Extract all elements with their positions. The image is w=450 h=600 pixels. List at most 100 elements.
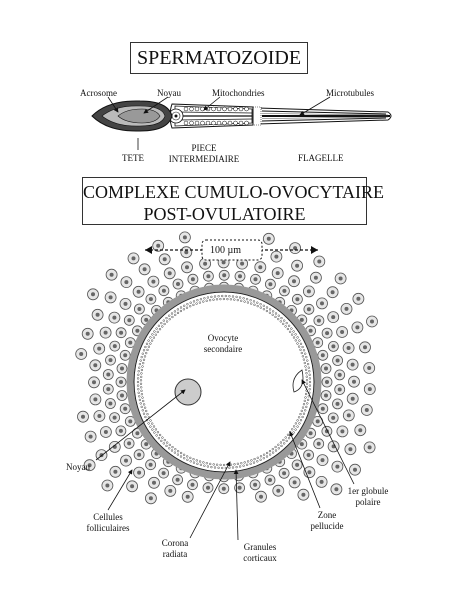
- cortical-granule: [217, 466, 220, 469]
- follicular-cell: [332, 398, 343, 410]
- follicular-cell: [342, 342, 355, 354]
- follicular-cell: [105, 268, 118, 281]
- follicular-cell: [158, 285, 170, 297]
- follicular-cell: [147, 275, 160, 288]
- cortical-granule: [236, 299, 239, 302]
- cortical-granule: [292, 330, 295, 333]
- follicular-cell: [105, 398, 116, 409]
- cortical-granule: [152, 336, 155, 339]
- cortical-granule: [262, 457, 265, 460]
- follicular-cell: [116, 390, 128, 401]
- follicular-cell: [236, 257, 249, 270]
- cortical-granule: [138, 398, 141, 401]
- cortical-granule: [274, 312, 278, 315]
- label-piece-line1: PIECE: [191, 143, 217, 153]
- cortical-granule: [215, 298, 219, 301]
- follicular-cell: [120, 454, 132, 467]
- follicular-cell: [334, 272, 347, 285]
- cortical-granule: [168, 318, 171, 321]
- mitochondrion: [244, 120, 249, 126]
- cortical-granule: [146, 413, 149, 416]
- cortical-granule: [266, 451, 269, 455]
- cortical-granule: [274, 445, 277, 449]
- cortical-granule: [183, 457, 186, 460]
- label-acrosome: Acrosome: [80, 88, 117, 98]
- cortical-granule: [210, 295, 213, 298]
- cortical-granule: [300, 409, 303, 412]
- label-noyau-oocyte: Noyau: [66, 462, 90, 472]
- mitochondrion: [233, 106, 238, 112]
- mitochondrion: [216, 106, 222, 112]
- follicular-cell: [126, 480, 139, 493]
- cortical-granule: [168, 314, 171, 317]
- mitochondrion: [216, 120, 222, 126]
- follicular-cell: [317, 403, 329, 415]
- cortical-granule: [304, 409, 307, 412]
- follicular-cell: [303, 449, 315, 461]
- follicular-cell: [289, 242, 302, 255]
- cortical-granule: [262, 304, 265, 307]
- cortical-granule: [141, 352, 144, 355]
- follicular-cell: [250, 273, 261, 285]
- mitochondrion: [227, 120, 233, 126]
- spermatozoon-title: SPERMATOZOIDE: [130, 42, 308, 74]
- cortical-granule: [189, 305, 192, 308]
- follicular-cell: [181, 490, 194, 503]
- cortical-granule: [271, 313, 274, 316]
- cortical-granule: [269, 308, 272, 311]
- follicular-cell: [119, 297, 132, 310]
- cortical-granule: [162, 442, 165, 445]
- cortical-granule: [140, 389, 143, 392]
- cortical-granule: [298, 422, 301, 425]
- follicular-cell: [309, 271, 322, 284]
- cortical-granule: [143, 355, 147, 358]
- follicular-cell: [145, 459, 157, 471]
- follicular-cell: [108, 440, 121, 453]
- label-granules-line1: Granules: [243, 542, 277, 552]
- label-ovocyte: Ovocyte secondaire: [192, 333, 254, 355]
- follicular-cell: [316, 454, 329, 467]
- follicular-cell: [119, 349, 131, 361]
- follicular-cell: [115, 376, 127, 388]
- cortical-granule: [192, 458, 195, 461]
- follicular-cell: [340, 302, 353, 315]
- cortical-granule: [271, 448, 274, 451]
- follicular-cell: [109, 465, 122, 478]
- cortical-granule: [239, 465, 242, 468]
- follicular-cell: [145, 293, 157, 305]
- sperm-head: [91, 100, 173, 132]
- cortical-granule: [186, 458, 189, 461]
- follicular-cell: [317, 349, 329, 361]
- follicular-cell: [133, 303, 145, 315]
- follicular-cell: [163, 267, 176, 280]
- cortical-granule: [252, 300, 256, 303]
- cortical-granule: [304, 396, 307, 399]
- follicular-cell: [180, 246, 193, 259]
- cortical-granule: [160, 439, 163, 442]
- cortical-granule: [302, 349, 306, 352]
- follicular-cell: [115, 425, 127, 437]
- follicular-cell: [315, 475, 328, 488]
- cortical-granule: [219, 463, 222, 466]
- cortical-granule: [265, 455, 269, 458]
- follicular-cell: [102, 369, 114, 380]
- cortical-granule: [307, 366, 310, 369]
- cortical-granule: [305, 392, 308, 396]
- cortical-granule: [307, 395, 310, 398]
- cortical-granule: [189, 460, 192, 463]
- cortical-granule: [183, 304, 186, 307]
- flagellum: [257, 107, 392, 125]
- cortical-granule: [308, 377, 311, 380]
- cortical-granule: [224, 294, 227, 298]
- follicular-cell: [363, 383, 376, 396]
- cortical-granule: [305, 356, 308, 359]
- follicular-cell: [115, 327, 127, 339]
- cortical-granule: [302, 358, 305, 361]
- cortical-granule: [265, 306, 269, 309]
- mitochondrion: [183, 106, 189, 112]
- cortical-granule: [226, 298, 229, 301]
- cortical-granule: [246, 463, 249, 466]
- cortical-granule: [206, 465, 209, 468]
- mitochondrion: [211, 106, 216, 112]
- cortical-granule: [173, 451, 176, 454]
